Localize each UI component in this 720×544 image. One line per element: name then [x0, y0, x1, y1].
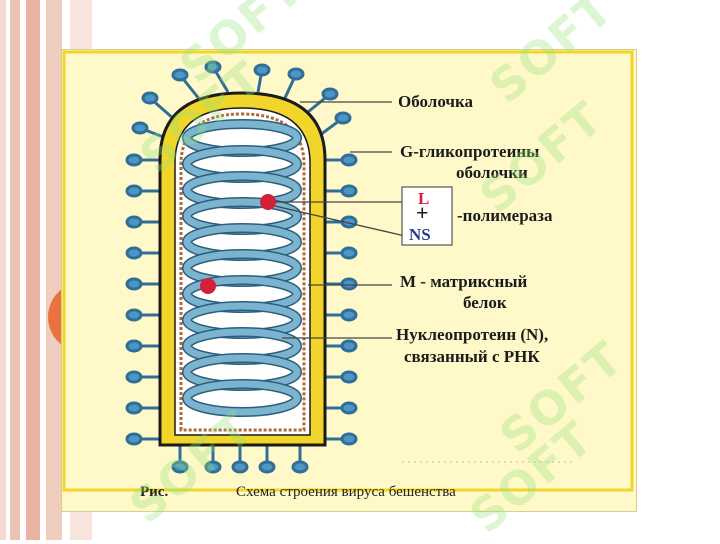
spike-head: [287, 67, 305, 81]
spike-head: [125, 246, 143, 260]
label-matrix: M - матриксный: [400, 272, 528, 291]
spike-head: [340, 432, 358, 446]
spike-head: [131, 121, 149, 135]
spike-head: [125, 277, 143, 291]
spike-head: [125, 215, 143, 229]
spike-head: [253, 63, 271, 77]
label-nucleoprotein-2: связанный с РНК: [404, 347, 540, 366]
spike-head: [231, 460, 249, 474]
panel-border: [62, 50, 634, 492]
spike-head: [204, 460, 222, 474]
spike-head: [171, 460, 189, 474]
label-ns: NS: [409, 225, 431, 244]
spike-head: [171, 68, 189, 82]
matrix-protein-layer: [179, 112, 306, 432]
spike-head: [340, 277, 358, 291]
leader-lines: [274, 101, 406, 339]
spike-head: [125, 339, 143, 353]
spike-head: [125, 401, 143, 415]
glycoprotein-spikes: [125, 60, 358, 474]
spike-head: [340, 246, 358, 260]
caption-text: Схема строения вируса бешенства: [236, 484, 456, 500]
label-envelope: Оболочка: [398, 92, 473, 111]
caption-prefix: Рис.: [140, 484, 169, 500]
spike-head: [125, 153, 143, 167]
spike-head: [340, 308, 358, 322]
spike-head: [125, 308, 143, 322]
nucleoprotein-helix: [182, 119, 302, 417]
label-matrix-2: белок: [463, 293, 507, 312]
polymerase-dot-lower: [200, 278, 216, 294]
label-polymerase: -полимераза: [457, 206, 553, 225]
polymerase-dot-upper: [260, 194, 276, 210]
label-l: L: [418, 189, 430, 208]
spike-head: [125, 370, 143, 384]
label-glycoprotein-2: оболочки: [456, 163, 528, 182]
spike-head: [291, 460, 309, 474]
spike-head: [340, 401, 358, 415]
spike-head: [340, 339, 358, 353]
helix-coil: [183, 380, 301, 416]
label-glycoprotein: G-гликопротеины: [400, 142, 540, 161]
spike-head: [340, 370, 358, 384]
spike-head: [258, 460, 276, 474]
spike-head: [340, 153, 358, 167]
spike-head: [340, 184, 358, 198]
spike-head: [141, 91, 159, 105]
spike-head: [125, 184, 143, 198]
spike-head: [334, 111, 352, 125]
spike-head: [204, 60, 222, 74]
spike-head: [321, 87, 339, 101]
spike-head: [125, 432, 143, 446]
label-nucleoprotein: Нуклеопротеин (N),: [396, 325, 549, 344]
polymerase-box: [401, 186, 453, 246]
label-plus: +: [416, 200, 429, 225]
